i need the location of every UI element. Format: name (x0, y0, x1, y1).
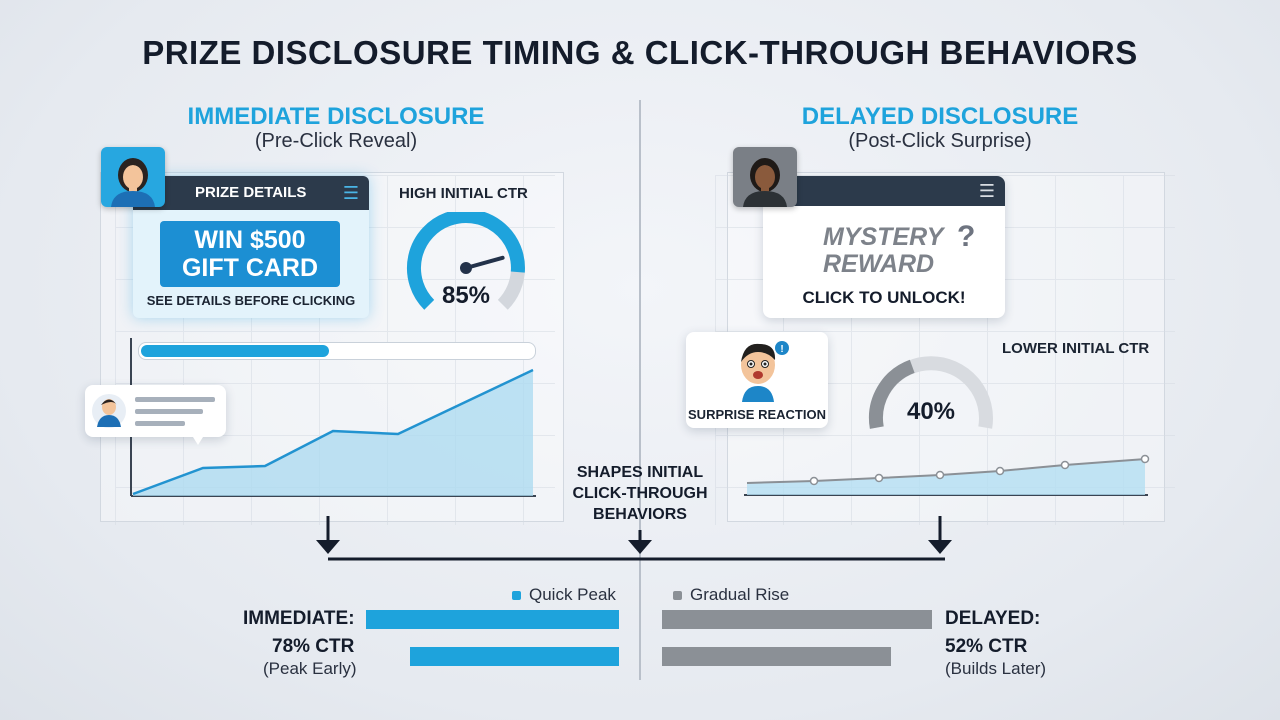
delayed-bar-2 (662, 647, 891, 666)
legend-gradual: Gradual Rise (673, 585, 789, 605)
delayed-summary-title: DELAYED: (945, 608, 1041, 629)
user-avatar-woman-2 (733, 147, 797, 207)
center-note: SHAPES INITIAL CLICK-THROUGH BEHAVIORS (560, 462, 720, 525)
immediate-bar-1 (366, 610, 619, 629)
immediate-progress-fill (141, 345, 329, 357)
legend-quick: Quick Peak (512, 585, 616, 605)
delayed-gauge-value: 40% (906, 398, 956, 425)
delayed-summary-note: (Builds Later) (945, 659, 1047, 678)
delayed-summary-value: 52% CTR (945, 636, 1028, 657)
center-divider (639, 100, 641, 680)
menu-icon[interactable]: ☰ (978, 181, 995, 201)
center-note-line-2: CLICK-THROUGH (572, 485, 708, 502)
immediate-summary-value: 78% CTR (272, 636, 355, 657)
immediate-summary-note: (Peak Early) (263, 659, 357, 678)
arrow-down-icon (628, 540, 652, 554)
unlock-label[interactable]: CLICK TO UNLOCK! (802, 288, 966, 307)
prize-card[interactable]: PRIZE DETAILS ☰ WIN $500 GIFT CARD SEE D… (133, 176, 369, 318)
prize-line-1: WIN $500 (194, 226, 306, 254)
immediate-summary-title: IMMEDIATE: (243, 608, 355, 629)
delayed-subheading: (Post-Click Surprise) (848, 130, 1032, 152)
legend-gradual-swatch (673, 591, 682, 601)
question-mark-icon: ? (957, 220, 976, 253)
surprise-reaction-card: ! SURPRISE REACTION (686, 332, 828, 428)
arrow-down-icon (928, 540, 952, 554)
immediate-gauge-label: HIGH INITIAL CTR (399, 185, 528, 202)
center-note-line-3: BEHAVIORS (593, 506, 687, 523)
legend-quick-swatch (512, 591, 521, 601)
menu-icon[interactable]: ☰ (342, 183, 359, 203)
surprise-reaction-label: SURPRISE REACTION (688, 407, 826, 422)
immediate-subheading: (Pre-Click Reveal) (254, 130, 418, 152)
legend-gradual-label: Gradual Rise (690, 585, 790, 604)
chat-bubble (85, 385, 226, 445)
prize-card-footer: SEE DETAILS BEFORE CLICKING (146, 293, 356, 308)
legend-quick-label: Quick Peak (529, 585, 616, 604)
mystery-title: MYSTERY REWARD (823, 224, 943, 278)
delayed-bar-1 (662, 610, 932, 629)
prize-button[interactable]: WIN $500 GIFT CARD (160, 221, 340, 287)
arrow-down-icon (316, 540, 340, 554)
svg-text:!: ! (780, 344, 783, 355)
user-avatar-woman (101, 147, 165, 207)
immediate-heading: IMMEDIATE DISCLOSURE (187, 103, 485, 130)
prize-line-2: GIFT CARD (181, 254, 319, 282)
mystery-line-2: REWARD (823, 250, 935, 278)
page-title: PRIZE DISCLOSURE TIMING & CLICK-THROUGH … (142, 34, 1138, 71)
mystery-line-1: MYSTERY (823, 223, 944, 251)
immediate-gauge (406, 212, 525, 310)
delayed-gauge-label: LOWER INITIAL CTR (1002, 340, 1150, 357)
immediate-bar-2 (410, 647, 619, 666)
prize-card-header: PRIZE DETAILS (195, 184, 307, 201)
immediate-trend-chart (130, 338, 536, 497)
mystery-card[interactable]: ☰ MYSTERY REWARD ? CLICK TO UNLOCK! (763, 176, 1005, 318)
delayed-trend-chart (744, 454, 1150, 496)
immediate-gauge-value: 85% (441, 282, 491, 309)
immediate-progress-track (138, 342, 536, 360)
flow-arrows (316, 516, 952, 561)
center-note-line-1: SHAPES INITIAL (576, 464, 704, 481)
delayed-gauge (869, 356, 993, 429)
delayed-heading: DELAYED DISCLOSURE (801, 103, 1079, 130)
